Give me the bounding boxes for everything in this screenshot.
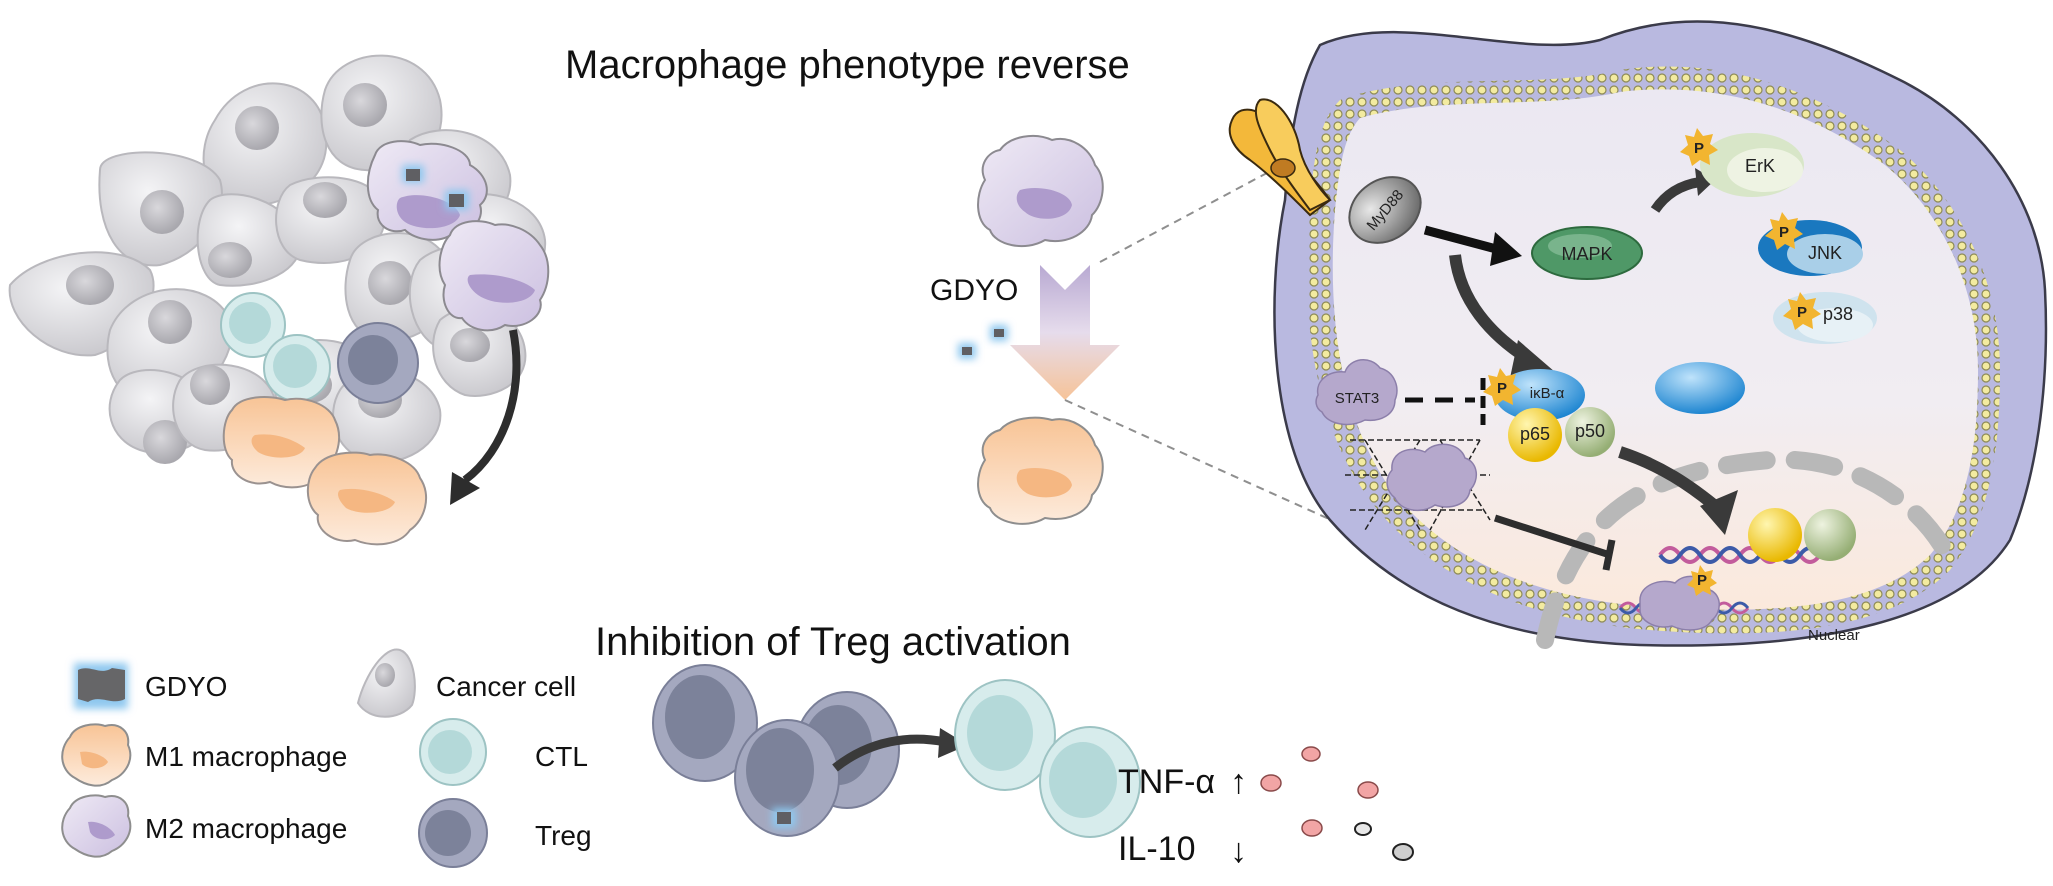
m2-macrophage [438, 220, 550, 332]
tnf-alpha-label: TNF-α [1118, 763, 1215, 801]
treg-conversion [652, 664, 1141, 838]
stat3-nuclear: P [1639, 565, 1720, 631]
gdyo-label: GDYO [930, 274, 1018, 307]
cancer-cell [275, 176, 387, 264]
m1-macrophage [977, 416, 1104, 525]
p50-label: p50 [1575, 421, 1605, 441]
conversion-arrow [450, 329, 521, 505]
legend-label: GDYO [145, 671, 227, 702]
arrow-mapk-erk [1650, 177, 1701, 213]
stat3-protein: STAT3 [1315, 359, 1398, 426]
legend-item-m2: M2 macrophage [61, 794, 347, 858]
treg-cell-right [734, 719, 840, 837]
gdyo-particle [402, 165, 424, 183]
p65-nuclear [1748, 508, 1802, 562]
phospho-icon: P [1765, 212, 1803, 250]
svg-text:P: P [1694, 140, 1704, 157]
cytoplasm [1332, 89, 1978, 610]
gdyo-particle [958, 343, 976, 359]
erk-label: ErK [1745, 156, 1775, 176]
cytokine-changes: TNF-α ↑ IL-10 ↓ [1118, 746, 1414, 870]
legend-label: CTL [535, 741, 588, 772]
legend-item-treg: Treg [418, 798, 592, 868]
svg-text:P: P [1779, 224, 1789, 241]
legend-item-m1: M1 macrophage [61, 723, 347, 787]
ikb-complex: iκB-α P p65 p50 [1483, 368, 1615, 462]
p38-protein: p38 P [1773, 292, 1877, 344]
legend: GDYO M1 macrophage M2 macrophage Cancer … [61, 648, 592, 868]
tnf-molecule [1301, 819, 1323, 837]
svg-text:P: P [1697, 572, 1707, 589]
ikb-label: iκB-α [1530, 385, 1565, 402]
ctl-cell [220, 292, 286, 358]
macrophage-panel-title: Macrophage phenotype reverse [565, 43, 1130, 87]
il10-molecule [1392, 843, 1414, 861]
phenotype-arrow [1010, 265, 1120, 400]
svg-text:P: P [1797, 304, 1807, 321]
free-ikb [1655, 362, 1745, 414]
ctl-cell [954, 679, 1056, 791]
stat3-label: STAT3 [1335, 390, 1379, 407]
p50-nuclear [1804, 509, 1856, 561]
myd88-protein: MyD88 [1348, 176, 1422, 244]
il10-molecule [1354, 822, 1372, 836]
svg-text:P: P [1497, 380, 1507, 397]
treg-cell-left [652, 664, 758, 782]
m1-macrophage [306, 451, 428, 546]
cancer-cell [432, 306, 527, 397]
phospho-icon: P [1687, 565, 1717, 596]
ctl-cell [263, 334, 331, 402]
jnk-label: JNK [1808, 243, 1842, 263]
legend-item-gdyo: GDYO [74, 663, 227, 709]
tnf-molecule [1260, 774, 1282, 792]
legend-label: Treg [535, 820, 592, 851]
treg-to-ctl-arrow [832, 734, 946, 772]
nucleus-envelope [1536, 450, 1959, 649]
arrow-myd88-mapk [1423, 225, 1502, 255]
legend-label: Cancer cell [436, 671, 576, 702]
treg-panel-title: Inhibition of Treg activation [595, 620, 1071, 664]
legend-label: M1 macrophage [145, 741, 347, 772]
tnf-molecule [1301, 746, 1321, 762]
legend-label: M2 macrophage [145, 813, 347, 844]
treg-cell [337, 322, 419, 404]
phospho-icon: P [1783, 292, 1821, 330]
gdyo-sheet [1345, 439, 1491, 531]
p50-protein [1565, 407, 1615, 457]
tlr-receptor [1228, 98, 1332, 217]
mapk-protein: MAPK [1531, 226, 1643, 280]
jnk-protein: JNK P [1758, 212, 1863, 276]
cancer-cell [98, 151, 223, 267]
nucleus-label: Nuclear [1808, 627, 1860, 644]
legend-item-ctl: CTL [419, 718, 588, 786]
mapk-label: MAPK [1561, 244, 1612, 264]
p65-label: p65 [1520, 424, 1550, 444]
gdyo-particle [990, 325, 1008, 341]
gdyo-particle [445, 190, 469, 210]
down-arrow-icon: ↓ [1230, 832, 1247, 870]
p38-label: p38 [1823, 304, 1853, 324]
erk-protein: ErK P [1680, 128, 1804, 197]
up-arrow-icon: ↑ [1230, 763, 1247, 801]
macrophage-conversion: GDYO [930, 134, 1421, 561]
tnf-molecule [1357, 781, 1379, 799]
m2-macrophage [977, 134, 1104, 248]
cancer-cell [196, 193, 302, 287]
ctl-cell [1039, 726, 1141, 838]
p65-protein [1508, 408, 1562, 462]
il10-label: IL-10 [1118, 830, 1196, 868]
tumor-cluster [8, 54, 550, 546]
phospho-icon: P [1483, 368, 1521, 406]
gdyo-inhibition [1493, 514, 1612, 559]
legend-item-cancer: Cancer cell [356, 648, 576, 718]
phospho-icon: P [1680, 128, 1718, 166]
macrophage-cell-detail: Nuclear MyD88 MAPK ErK [1228, 20, 2048, 649]
